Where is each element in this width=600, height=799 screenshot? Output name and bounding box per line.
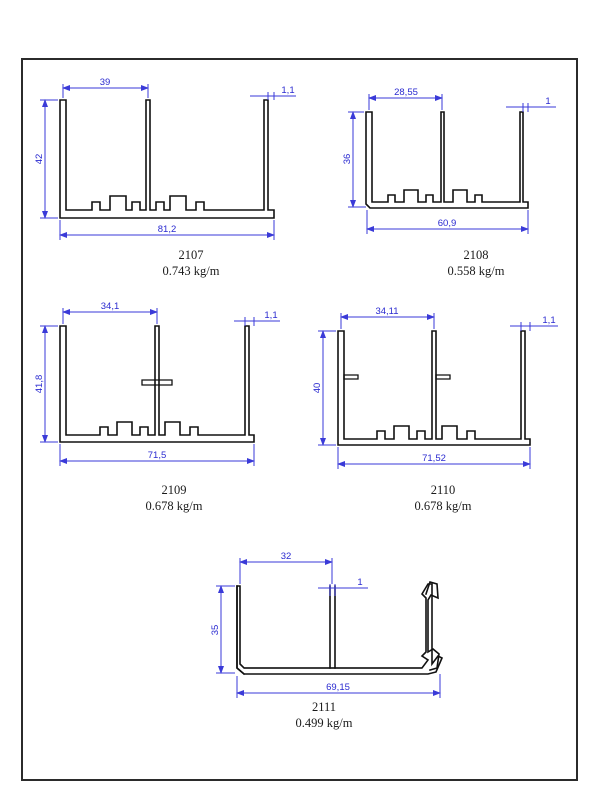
dimension-label-left-2109: 41,8 bbox=[34, 375, 45, 394]
dimension-label-left-2108: 36 bbox=[342, 154, 353, 165]
right-hook-2111 bbox=[424, 581, 440, 671]
dimension-label-right-2108: 1 bbox=[545, 96, 550, 107]
dimension-label-bottom-2111: 69,15 bbox=[326, 682, 350, 693]
profile-caption-2110: 2110 0.678 kg/m bbox=[343, 483, 543, 514]
profile-outline-2109 bbox=[59, 325, 255, 443]
profile-code-2108: 2108 bbox=[463, 248, 489, 262]
profile-mass-2107: 0.743 kg/m bbox=[162, 263, 220, 278]
profile-drawing-2111: 32 35 69,15 1 bbox=[190, 548, 460, 698]
dimension-left-2107: 42 bbox=[34, 99, 58, 219]
profile-caption-2107: 2107 0.743 kg/m bbox=[91, 248, 291, 279]
dimension-right-2109: 1,1 bbox=[234, 310, 280, 326]
dimension-label-right-2107: 1,1 bbox=[281, 85, 294, 96]
dimension-label-top-2111: 32 bbox=[281, 551, 292, 562]
profile-mass-2108: 0.558 kg/m bbox=[447, 263, 505, 278]
profile-mass-2111: 0.499 kg/m bbox=[295, 715, 353, 730]
dimension-bottom-2109: 71,5 bbox=[59, 444, 255, 466]
dimension-label-right-2110: 1,1 bbox=[542, 315, 555, 326]
dimension-left-2109: 41,8 bbox=[34, 325, 58, 443]
dimension-right-2108: 1 bbox=[506, 96, 556, 112]
profile-outline-2111 bbox=[236, 581, 444, 676]
dimension-label-top-2108: 28,55 bbox=[394, 87, 418, 98]
profile-caption-2109: 2109 0.678 kg/m bbox=[74, 483, 274, 514]
dimension-top-2109: 34,1 bbox=[62, 301, 158, 324]
center-divider-2111 bbox=[329, 585, 336, 669]
left-wall-tab-2110 bbox=[343, 374, 359, 380]
dimension-left-2108: 36 bbox=[342, 111, 366, 208]
dimension-label-bottom-2107: 81,2 bbox=[158, 224, 177, 235]
profile-svg-2111: 32 35 69,15 1 bbox=[210, 551, 444, 698]
dimension-bottom-2111: 69,15 bbox=[236, 674, 441, 698]
dimension-label-right-2109: 1,1 bbox=[264, 310, 277, 321]
profile-drawing-2110: 34,11 40 71,52 1,1 bbox=[308, 305, 573, 480]
center-flange-2109 bbox=[141, 379, 173, 386]
profile-svg-2109: 34,1 41,8 71,5 1,1 bbox=[34, 301, 280, 466]
dimension-label-top-2110: 34,11 bbox=[375, 306, 398, 317]
profile-outline-2110 bbox=[337, 330, 531, 446]
center-wall-tab-2110 bbox=[435, 374, 451, 380]
sheet-border-frame bbox=[21, 58, 578, 781]
dimension-label-top-2109: 34,1 bbox=[101, 301, 120, 312]
profile-drawing-2107: 39 42 81,2 1,1 bbox=[28, 77, 313, 248]
profile-code-2111: 2111 bbox=[311, 700, 337, 714]
profile-drawing-2109: 34,1 41,8 71,5 1,1 bbox=[28, 300, 293, 475]
dimension-top-2107: 39 bbox=[62, 77, 149, 98]
dimension-center-thickness-2111: 1 bbox=[318, 577, 368, 596]
dimension-bottom-2108: 60,9 bbox=[366, 210, 529, 234]
profile-mass-2110: 0.678 kg/m bbox=[414, 498, 472, 513]
dimension-bottom-2107: 81,2 bbox=[59, 220, 275, 240]
profile-outline-2107 bbox=[59, 99, 275, 219]
dimension-left-2110: 40 bbox=[312, 330, 336, 446]
profile-svg-2108: 28,55 36 60,9 1 bbox=[342, 87, 556, 234]
dimension-right-2110: 1,1 bbox=[510, 315, 558, 331]
profile-code-2107: 2107 bbox=[178, 248, 204, 262]
dimension-label-left-2110: 40 bbox=[312, 383, 323, 394]
dimension-label-left-2111: 35 bbox=[210, 625, 221, 636]
dimension-left-2111: 35 bbox=[210, 585, 235, 674]
dimension-top-2111: 32 bbox=[239, 551, 333, 584]
profile-code-2110: 2110 bbox=[430, 483, 456, 497]
dimension-bottom-2110: 71,52 bbox=[337, 447, 531, 469]
dimension-label-bottom-2110: 71,52 bbox=[422, 453, 446, 464]
dimension-label-bottom-2109: 71,5 bbox=[148, 450, 167, 461]
dimension-label-top-2107: 39 bbox=[100, 77, 111, 88]
profile-svg-2107: 39 42 81,2 1,1 bbox=[34, 77, 296, 240]
profile-code-2109: 2109 bbox=[161, 483, 187, 497]
profile-mass-2109: 0.678 kg/m bbox=[145, 498, 203, 513]
profile-caption-2111: 2111 0.499 kg/m bbox=[224, 700, 424, 731]
dimension-top-2110: 34,11 bbox=[340, 306, 435, 329]
dimension-right-2107: 1,1 bbox=[250, 85, 296, 100]
left-wall-2111 bbox=[236, 585, 246, 676]
dimension-label-bottom-2108: 60,9 bbox=[438, 218, 457, 229]
profile-caption-2108: 2108 0.558 kg/m bbox=[376, 248, 576, 279]
dimension-label-thickness-2111: 1 bbox=[357, 577, 362, 588]
dimension-top-2108: 28,55 bbox=[368, 87, 443, 110]
dimension-label-left-2107: 42 bbox=[34, 154, 45, 165]
profile-svg-2110: 34,11 40 71,52 1,1 bbox=[312, 306, 558, 469]
profile-drawing-2108: 28,55 36 60,9 1 bbox=[340, 86, 570, 246]
profile-outline-2108 bbox=[365, 111, 529, 209]
